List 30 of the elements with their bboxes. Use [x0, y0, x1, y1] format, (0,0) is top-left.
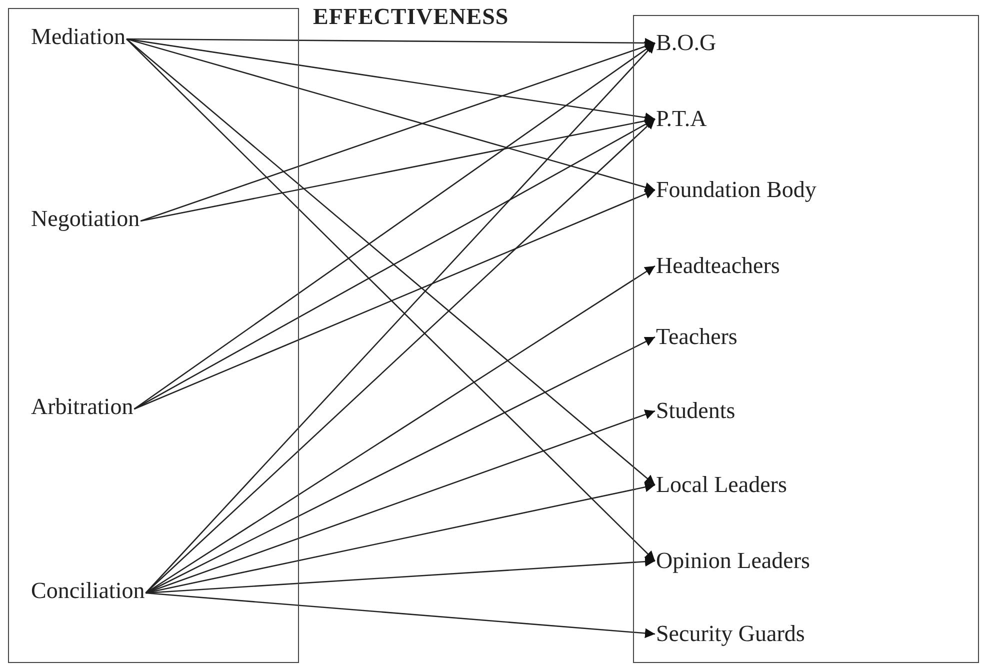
term-label: Foundation Body — [656, 176, 816, 204]
arrow — [145, 265, 656, 594]
term-label: Arbitration — [31, 393, 134, 421]
arrow — [134, 189, 656, 410]
arrow — [126, 38, 655, 48]
term-label: P.T.A — [656, 105, 707, 133]
arrow — [140, 42, 656, 222]
arrow — [146, 482, 656, 594]
term-label: Opinion Leaders — [656, 547, 810, 575]
term-label: Headteachers — [656, 252, 780, 280]
group-box — [8, 8, 299, 663]
arrow — [134, 42, 656, 410]
arrow — [126, 38, 656, 122]
term-label: Students — [656, 397, 736, 425]
arrow — [146, 556, 656, 594]
term-label: B.O.G — [656, 29, 716, 57]
group-box — [633, 15, 979, 663]
term-label: Security Guards — [656, 620, 805, 648]
arrow — [126, 38, 656, 192]
arrow — [146, 410, 656, 594]
arrow — [145, 336, 656, 594]
term-label: Negotiation — [31, 205, 140, 233]
term-label: Local Leaders — [656, 471, 787, 499]
term-label: Mediation — [31, 23, 126, 51]
term-label: Conciliation — [31, 577, 145, 605]
diagram-title: EFFECTIVENESS — [313, 4, 509, 30]
arrow — [134, 118, 656, 410]
arrow — [140, 116, 656, 222]
arrow — [146, 592, 656, 638]
term-label: Teachers — [656, 323, 738, 351]
